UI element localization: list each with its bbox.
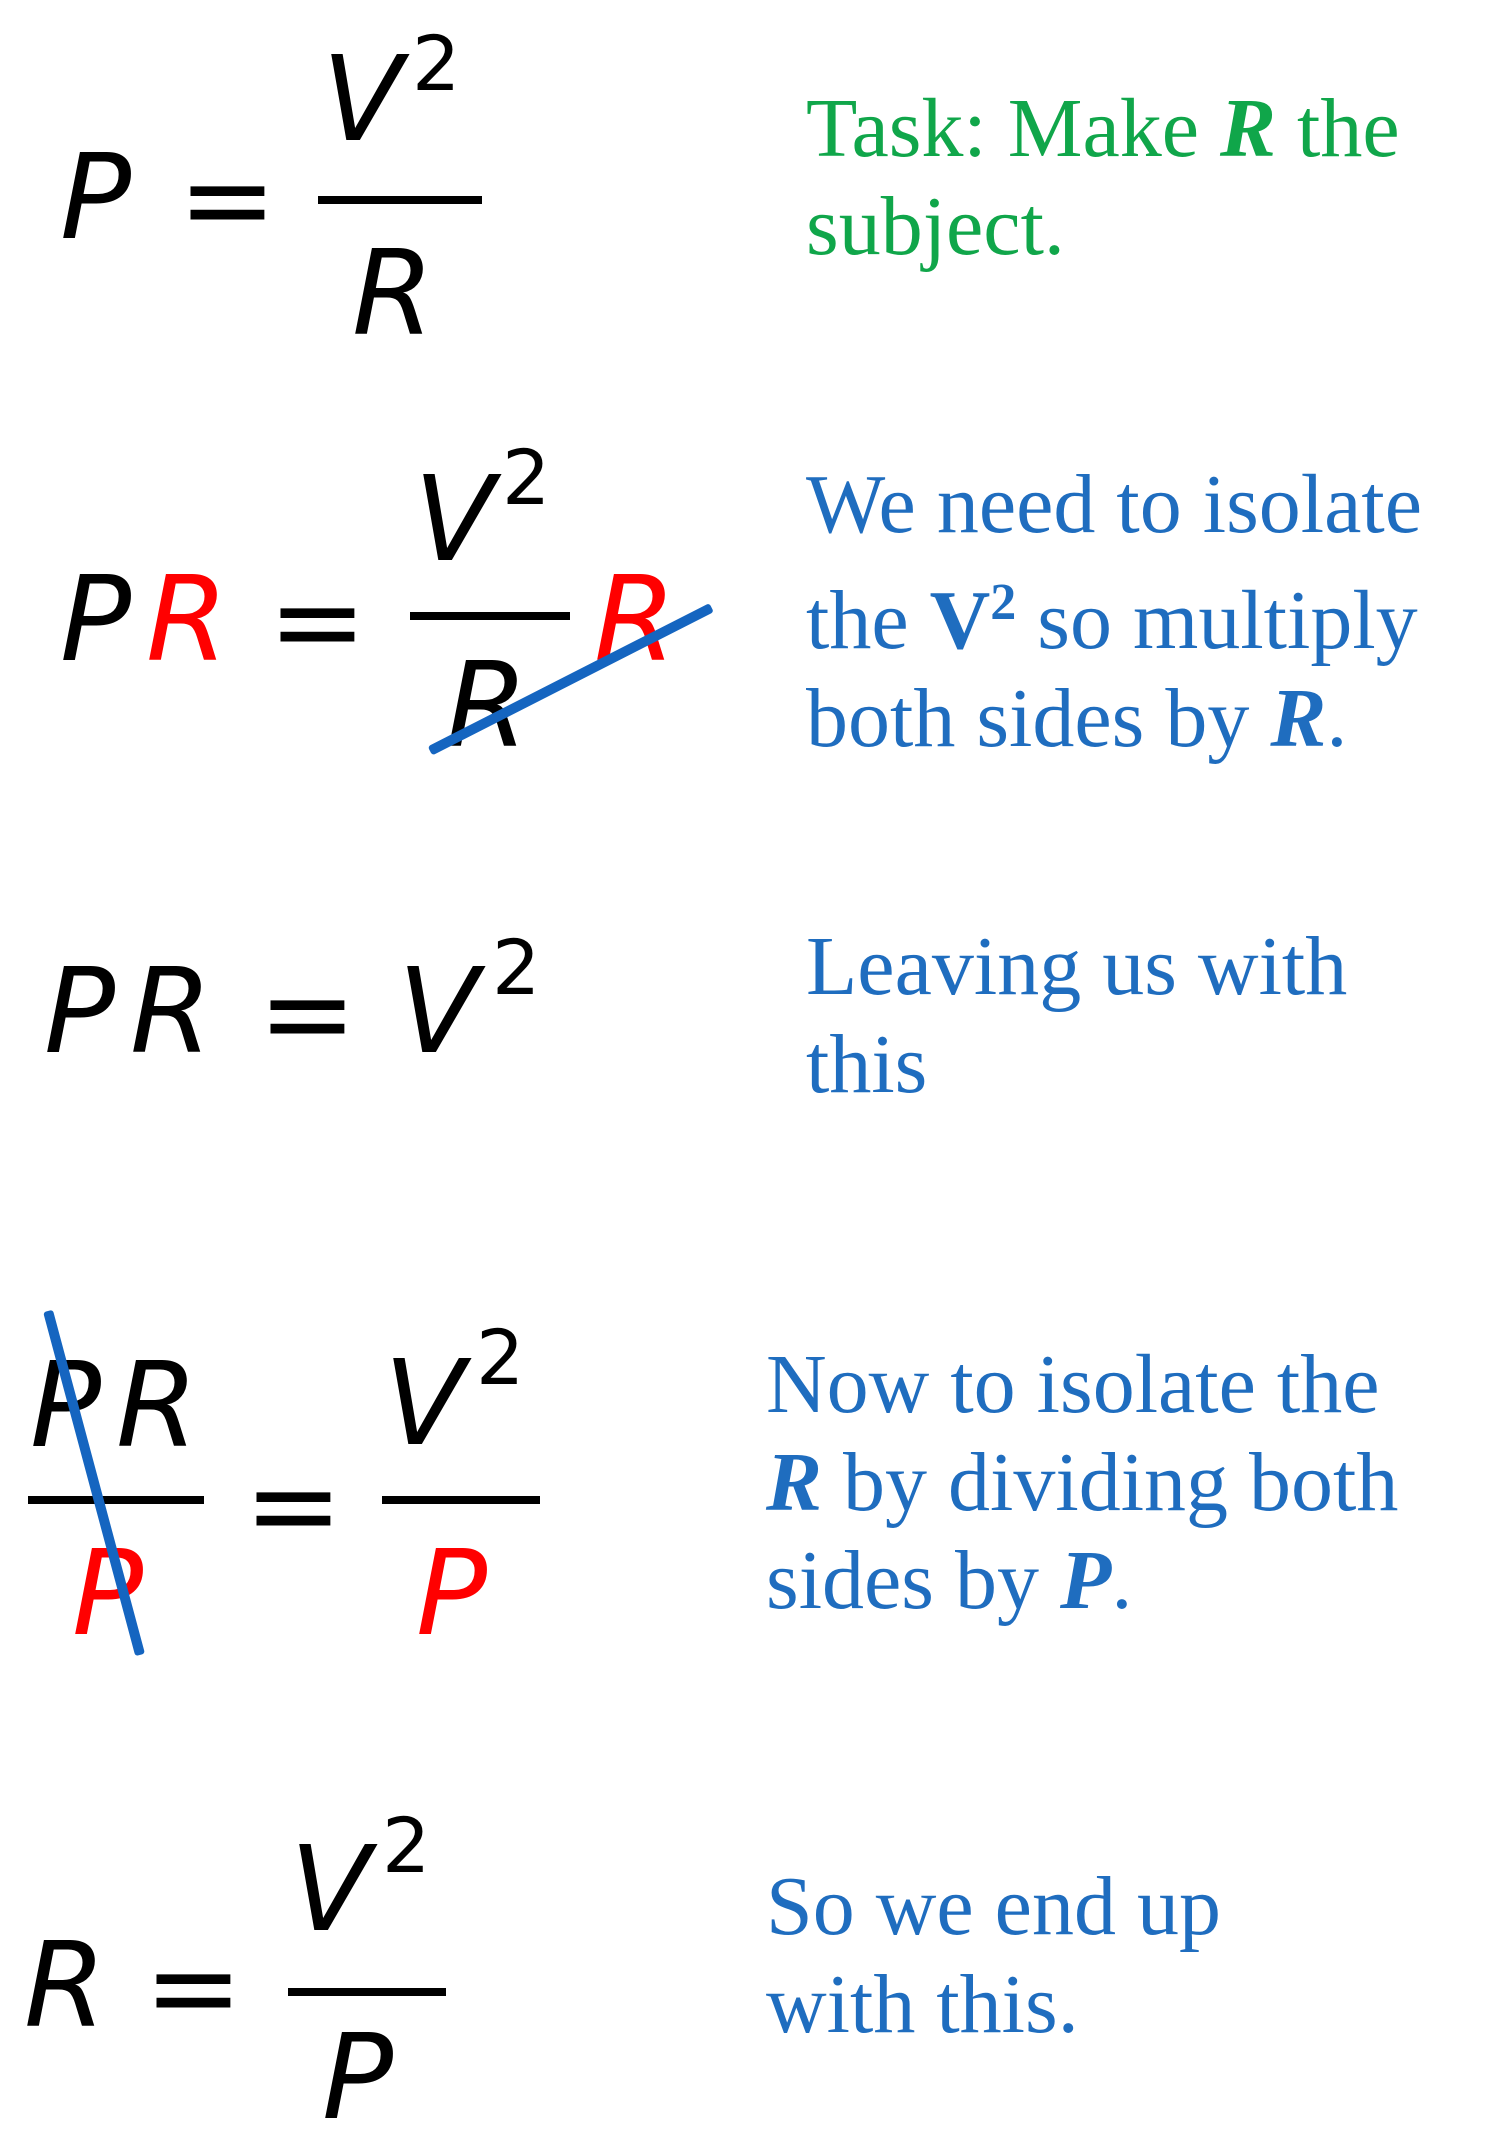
leaving-note: Leaving us with this [806,920,1348,1111]
fraction-bar [410,612,570,620]
numerator-R: R [116,1336,198,1474]
divide-note-prefix: Now to isolate the [766,1338,1380,1431]
numerator-V: V [414,450,495,588]
task-note-suffix: the subject. [806,82,1400,273]
exponent-2: 2 [502,433,551,522]
equals-sign: = [144,1918,243,2056]
var-P: P [44,942,116,1080]
var-P: P [60,128,132,266]
multiply-note-bold-V: V [929,574,991,667]
multiplied-R: R [146,550,228,688]
equals-sign: = [178,130,277,268]
divide-note: Now to isolate the R by dividing both si… [766,1336,1426,1630]
equals-sign: = [244,1436,343,1574]
multiply-note-prefix: We need to isolate the [806,458,1423,667]
multiply-note-var: R [1270,672,1327,765]
exponent-2: 2 [492,923,541,1012]
multiply-note-suffix: . [1326,672,1348,765]
divide-note-suffix: . [1111,1534,1133,1627]
exponent-2: 2 [412,19,461,108]
fraction-bar-left [28,1496,204,1504]
divide-note-var: R [766,1436,823,1529]
task-note-var: R [1220,82,1277,175]
equals-sign: = [268,552,367,690]
numerator-V: V [384,1334,465,1472]
denominator-R: R [352,224,434,362]
task-note: Task: Make R the subject. [806,80,1446,276]
multiply-note-middle: so multiply both sides by [806,574,1418,765]
numerator-V: V [322,30,403,168]
numerator-V: V [290,1820,371,1958]
multiply-note: We need to isolate the V2 so multiply bo… [806,456,1446,768]
divide-note-var2: P [1060,1534,1112,1627]
fraction-bar-right [382,1496,540,1504]
equals-sign: = [258,944,357,1082]
result-note: So we end up with this. [766,1860,1221,2051]
exponent-2: 2 [382,1801,431,1890]
var-R: R [24,1916,106,2054]
exponent-2: 2 [476,1313,525,1402]
var-P: P [60,550,132,688]
fraction-bar [318,196,482,204]
var-R: R [130,942,212,1080]
fraction-bar [288,1988,446,1996]
divide-note-middle: by dividing both sides by [766,1436,1399,1627]
multiply-note-bold-exp: 2 [990,574,1017,631]
var-V: V [398,942,479,1080]
task-note-prefix: Task: Make [806,82,1221,175]
denominator-P: P [322,2008,394,2146]
denominator-P: P [416,1524,488,1662]
